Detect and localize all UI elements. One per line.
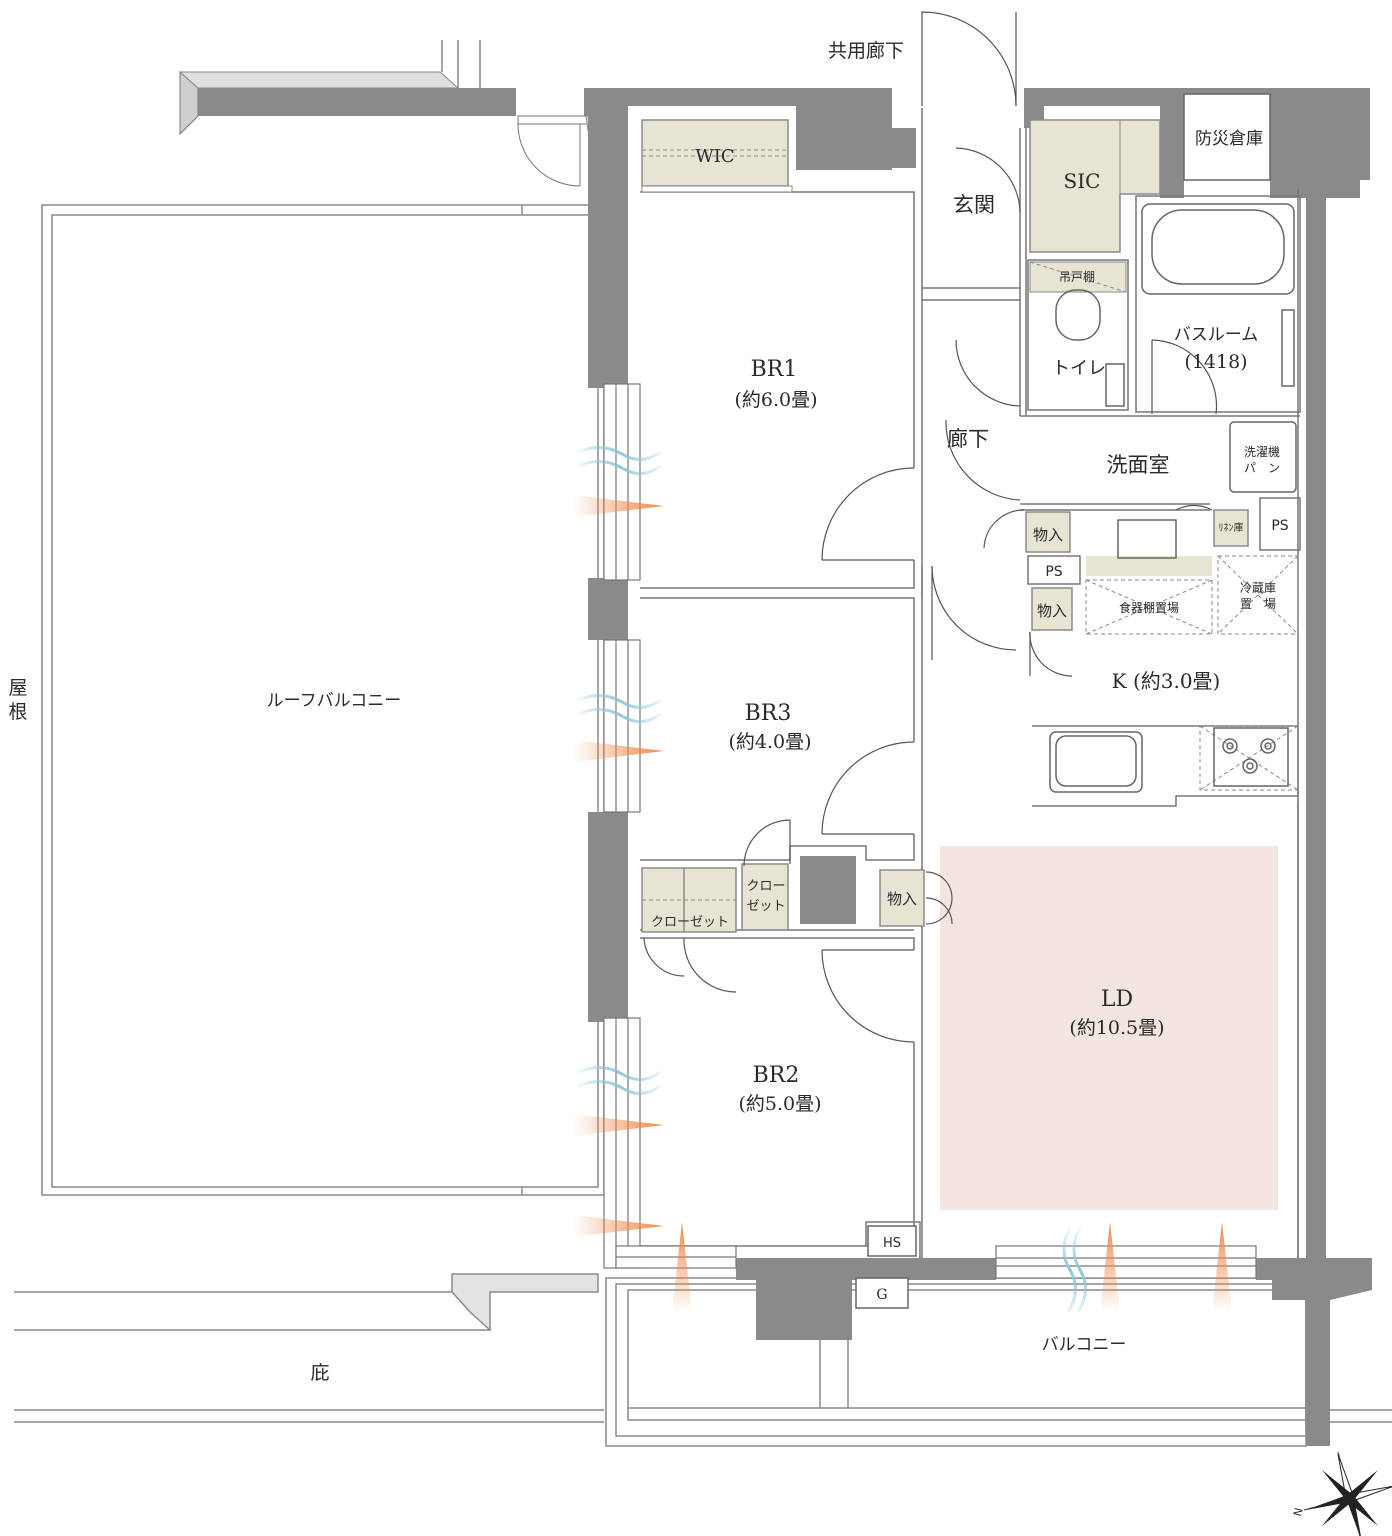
roof-label-1: 屋 — [8, 677, 27, 699]
washer-label-2: パ ン — [1244, 461, 1280, 475]
br2-name: BR2 — [753, 1063, 800, 1088]
toilet-label: トイレ — [1052, 358, 1106, 379]
hs-label: HS — [883, 1236, 901, 1251]
roof-balcony-label: ルーフバルコニー — [267, 691, 402, 711]
washer-pan-icon — [1229, 421, 1297, 493]
br1-name: BR1 — [751, 357, 798, 382]
fridge-label-1: 冷蔵庫 — [1240, 581, 1276, 595]
doors — [643, 11, 1218, 1043]
closet-small-label-2: ゼット — [746, 899, 785, 914]
br2-size: (約5.0畳) — [738, 1093, 821, 1115]
storage-fills — [641, 119, 1249, 933]
compass-north-label: N — [1291, 1506, 1306, 1517]
kitchen-sink-icon — [1049, 731, 1143, 793]
dish-shelf-label: 食器棚置場 — [1119, 600, 1179, 615]
washer-label-1: 洗濯機 — [1244, 444, 1280, 459]
ld-size: (約10.5畳) — [1069, 1017, 1164, 1039]
common-corridor-label: 共用廊下 — [828, 40, 904, 62]
kitchen-label: K (約3.0畳) — [1112, 669, 1221, 693]
entrance-label: 玄関 — [953, 193, 995, 217]
gas-label: G — [876, 1287, 887, 1303]
monoire-label-2: 物入 — [1037, 602, 1067, 620]
bathroom-size: (1418) — [1184, 351, 1247, 373]
closet-label: クローゼット — [651, 915, 729, 930]
fridge-label-2: 置 場 — [1240, 597, 1276, 611]
ps-label-1: PS — [1271, 518, 1288, 534]
br3-size: (約4.0畳) — [728, 731, 811, 753]
linen-label: ﾘﾈﾝ庫 — [1219, 521, 1244, 534]
balcony-label: バルコニー — [1042, 1335, 1127, 1355]
closet-small-label-1: クロー — [746, 879, 785, 894]
labels: 共用廊下 防災倉庫 WIC SIC 玄関 吊戸棚 バスルーム (1418) トイ… — [8, 40, 1305, 1518]
fixtures — [800, 93, 1297, 1309]
kitchen-areas — [1085, 555, 1299, 791]
eaves-area — [14, 1273, 604, 1423]
hanging-shelf-label: 吊戸棚 — [1059, 269, 1095, 284]
roof-label-2: 根 — [8, 701, 27, 723]
parapet-top — [178, 40, 614, 187]
wind-indicators — [577, 446, 661, 1095]
br3-name: BR3 — [745, 701, 792, 726]
ld-name: LD — [1101, 987, 1133, 1012]
toilet-icon — [1055, 289, 1101, 341]
sic-label: SIC — [1064, 169, 1101, 193]
hallway-label: 廊下 — [947, 427, 989, 451]
disaster-storage-label: 防災倉庫 — [1195, 129, 1263, 149]
walls — [588, 88, 1372, 1446]
eaves-label: 庇 — [310, 1362, 329, 1384]
stove-icon — [1213, 727, 1289, 787]
ld-floor-area — [940, 846, 1278, 1210]
ps-label-2: PS — [1045, 564, 1062, 580]
br1-size: (約6.0畳) — [734, 389, 817, 411]
bathroom-name: バスルーム — [1174, 325, 1259, 345]
windows — [603, 383, 1257, 1279]
wic-label: WIC — [695, 146, 734, 167]
monoire-label-1: 物入 — [1033, 526, 1063, 544]
washroom-label: 洗面室 — [1107, 453, 1170, 477]
wind-indicator-vertical — [1062, 1227, 1087, 1313]
sun-indicators — [574, 495, 1232, 1312]
balcony-area — [605, 1277, 1392, 1447]
monoire-label-3: 物入 — [887, 890, 917, 908]
compass-icon — [1303, 1451, 1392, 1536]
bathtub-icon — [1141, 203, 1295, 295]
